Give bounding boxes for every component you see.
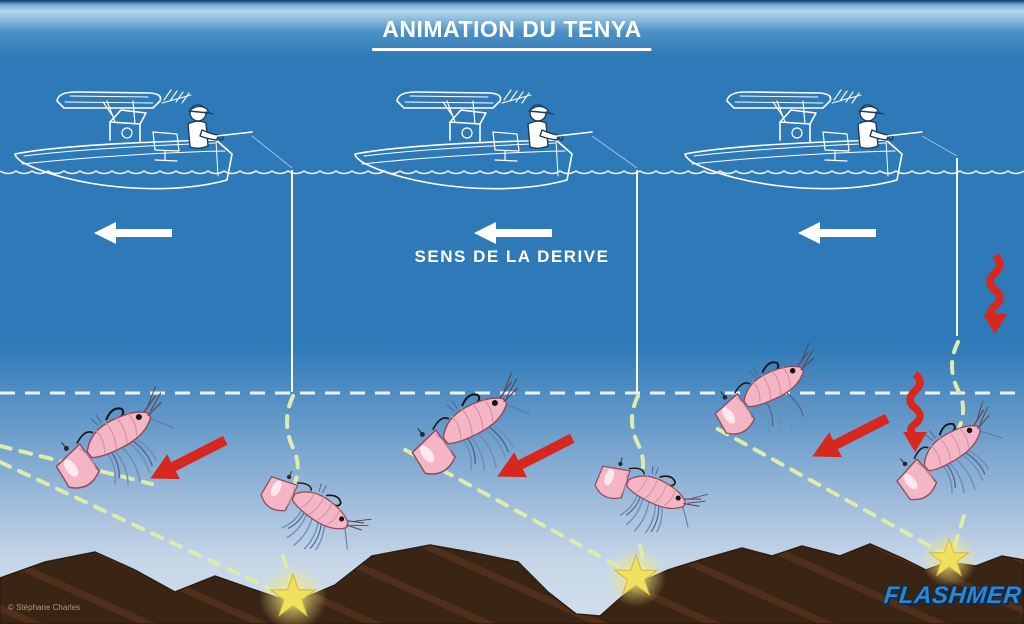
bottom-impact-star-1 [259, 563, 327, 624]
rod-slack-lines [251, 135, 958, 169]
copyright-credit: © Stéphane Charles [8, 603, 81, 612]
page-title: ANIMATION DU TENYA [372, 16, 652, 51]
bottom-impact-star-2 [606, 547, 666, 607]
brand-logo: FLASHMER [882, 582, 1023, 609]
water-surface-line [0, 170, 1024, 175]
bottom-impact-star-3 [921, 531, 977, 587]
drift-direction-label: SENS DE LA DERIVE [414, 247, 610, 266]
